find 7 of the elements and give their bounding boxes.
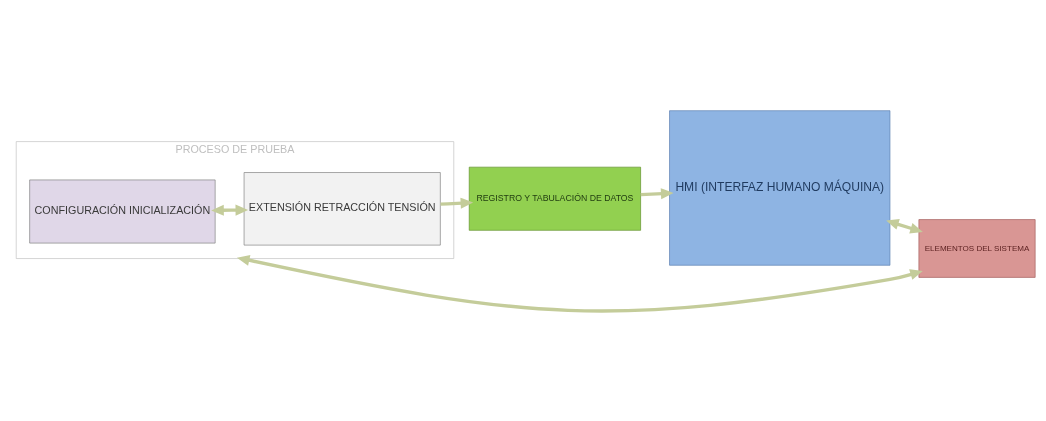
arrow: [640, 187, 674, 199]
node-box: HMI (INTERFAZ HUMANO MÁQUINA): [669, 109, 891, 266]
node-box: CONFIGURACIÓN INICIALIZACIÓN: [29, 179, 216, 243]
node-box: EXTENSIÓN RETRACCIÓN TENSIÓN: [243, 171, 441, 245]
arrow: [236, 254, 923, 313]
node-box: REGISTRO Y TABULACIÓN DE DATOS: [468, 166, 641, 231]
arrow: [440, 197, 474, 209]
